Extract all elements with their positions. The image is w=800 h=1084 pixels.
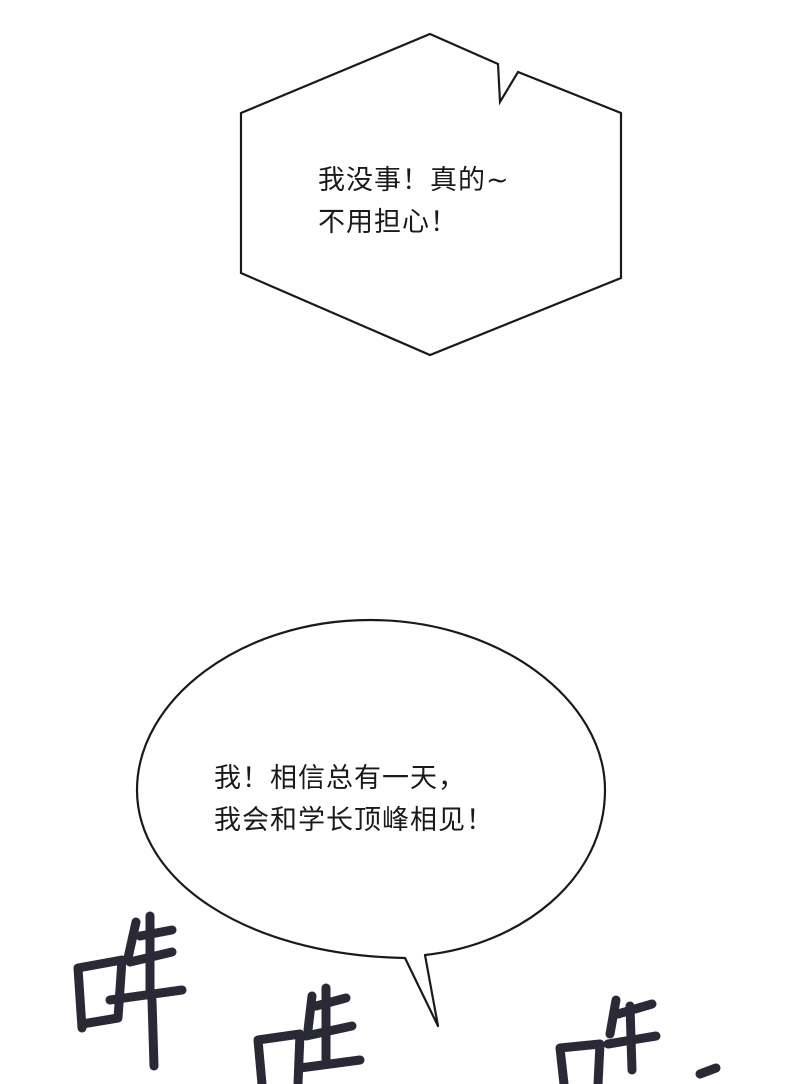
bubble-1-line-1: 我没事！真的~ (318, 165, 510, 196)
oval-bubble-text: 我！相信总有一天， 我会和学长顶峰相见！ (214, 758, 494, 842)
bubble-2-line-2: 我会和学长顶峰相见！ (214, 805, 494, 836)
hexagon-speech-bubble (239, 32, 623, 357)
bubble-2-line-1: 我！相信总有一天， (214, 763, 466, 794)
hexagon-bubble-text: 我没事！真的~ 不用担心！ (318, 160, 510, 244)
oval-speech-bubble (135, 618, 607, 1028)
bubble-1-line-2: 不用担心！ (318, 207, 458, 238)
sfx-strokes (73, 911, 721, 1084)
